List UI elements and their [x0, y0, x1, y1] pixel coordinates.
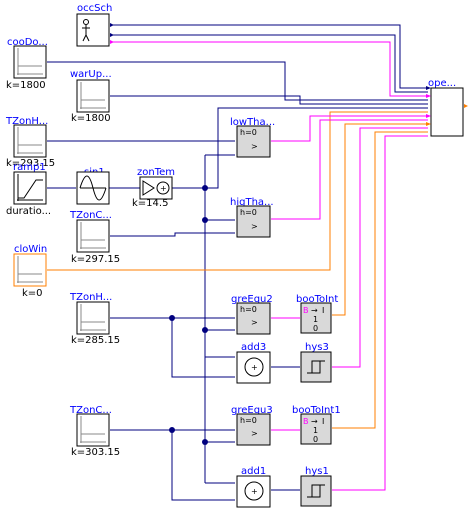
higTha-label: higTha... [230, 197, 274, 208]
sin1-block[interactable]: sin1 [76, 167, 110, 205]
wire-hys1-ope [332, 135, 428, 491]
greEqu3-gt: > [251, 429, 258, 438]
add1-label: add1 [241, 466, 266, 477]
booToInt-arrow: → [311, 306, 318, 315]
zonTem-param: k=14.5 [132, 198, 168, 209]
greEqu2-label: greEqu2 [231, 294, 273, 305]
booToInt1-i: I [322, 417, 324, 426]
wire-hys3-ope [332, 127, 428, 368]
booToInt1-zero: 0 [313, 435, 318, 444]
TZonH1-param: k=293.15 [6, 158, 55, 169]
lowTha-gt: > [251, 142, 258, 151]
wire-lowTha-out [271, 115, 428, 142]
booToInt-block[interactable]: booToInt B → I 1 0 [296, 294, 338, 334]
wire-TZonC1 [110, 232, 235, 237]
booToInt-one: 1 [313, 315, 318, 324]
junction-dot [169, 315, 175, 321]
add1-plus: + [251, 487, 258, 496]
lowTha-label: lowTha... [230, 117, 275, 128]
hys1-label: hys1 [305, 466, 329, 477]
TZonH2-block[interactable]: TZonH... k=285.15 [69, 292, 120, 346]
greEqu2-block[interactable]: greEqu2 h=0 > [231, 294, 273, 335]
junction-dot [202, 185, 208, 191]
junctions [169, 185, 208, 445]
wire-TZonC2-add1 [171, 430, 235, 501]
booToInt-i: I [322, 306, 324, 315]
ope-label: ope... [428, 78, 456, 89]
TZonC2-param: k=303.15 [71, 447, 120, 458]
wires [47, 24, 428, 501]
greEqu3-param: h=0 [240, 416, 257, 425]
cloWin-label: cloWin [14, 244, 47, 255]
higTha-param: h=0 [240, 208, 257, 217]
zonTem-label: zonTem [137, 167, 175, 178]
TZonH2-label: TZonH... [69, 292, 112, 303]
TZonC1-label: TZonC... [69, 210, 112, 221]
booToInt-label: booToInt [296, 294, 338, 305]
wire-TZonH2-add3 [171, 318, 235, 378]
booToInt1-label: booToInt1 [292, 405, 341, 416]
add3-label: add3 [241, 342, 266, 353]
cloWin-param: k=0 [22, 288, 43, 299]
booToInt-zero: 0 [313, 324, 318, 333]
hys3-block[interactable]: hys3 [300, 342, 332, 383]
warUp-block[interactable]: warUp... k=1800 [70, 69, 112, 124]
junction-dot [202, 217, 208, 223]
ramp1-label: ramp1 [13, 162, 46, 173]
occSch-block[interactable]: occSch [76, 3, 114, 47]
lowTha-param: h=0 [240, 128, 257, 137]
booToInt1-one: 1 [313, 426, 318, 435]
higTha-block[interactable]: higTha... h=0 > [230, 197, 274, 238]
zonTem-block[interactable]: zonTem + k=14.5 [132, 167, 175, 209]
cooDown-label: cooDo... [7, 37, 48, 48]
cooDown-param: k=1800 [6, 80, 46, 91]
warUp-param: k=1800 [71, 113, 111, 124]
ramp1-param: duratio... [6, 206, 51, 217]
zonTem-plus: + [160, 184, 167, 193]
hys3-label: hys3 [305, 342, 329, 353]
TZonC1-param: k=297.15 [71, 254, 120, 265]
ramp1-block[interactable]: ramp1 duratio... [6, 162, 51, 217]
greEqu3-label: greEqu3 [231, 405, 273, 416]
TZonH1-label: TZonH... [5, 116, 48, 127]
greEqu2-param: h=0 [240, 305, 257, 314]
wire-b2i1-ope [332, 131, 428, 429]
wire-occ-1 [110, 24, 428, 89]
TZonH2-param: k=285.15 [71, 335, 120, 346]
booToInt1-arrow: → [311, 417, 318, 426]
booToInt-b: B [303, 306, 309, 315]
wire-b2i-ope [332, 123, 428, 316]
wire-higTha-out [271, 119, 428, 220]
greEqu2-gt: > [251, 318, 258, 327]
lowTha-block[interactable]: lowTha... h=0 > [230, 117, 275, 158]
TZonC1-block[interactable]: TZonC... k=297.15 [69, 210, 120, 265]
higTha-gt: > [251, 222, 258, 231]
junction-dot [202, 327, 208, 333]
occSch-label: occSch [77, 3, 112, 14]
booToInt1-b: B [303, 417, 309, 426]
booToInt1-block[interactable]: booToInt1 B → I 1 0 [292, 405, 341, 445]
wire-cloWin [47, 111, 428, 271]
wire-occ-2 [110, 34, 428, 93]
add3-plus: + [251, 363, 258, 372]
hys1-block[interactable]: hys1 [300, 466, 332, 507]
warUp-label: warUp... [70, 69, 112, 80]
greEqu3-block[interactable]: greEqu3 h=0 > [231, 405, 273, 446]
wire-cooDown [47, 61, 428, 101]
TZonC2-label: TZonC... [69, 405, 112, 416]
TZonH1-block[interactable]: TZonH... k=293.15 [5, 116, 55, 169]
cooDown-block[interactable]: cooDo... k=1800 [6, 37, 48, 91]
add3-block[interactable]: add3 + [236, 342, 271, 384]
cloWin-block[interactable]: cloWin k=0 [13, 244, 47, 299]
add1-block[interactable]: add1 + [236, 466, 271, 508]
wire-occ-3 [110, 41, 428, 97]
ope-block[interactable]: ope... [426, 78, 468, 137]
junction-dot [169, 427, 175, 433]
wire-TZon-main [205, 107, 428, 189]
junction-dot [202, 439, 208, 445]
TZonC2-block[interactable]: TZonC... k=303.15 [69, 405, 120, 458]
